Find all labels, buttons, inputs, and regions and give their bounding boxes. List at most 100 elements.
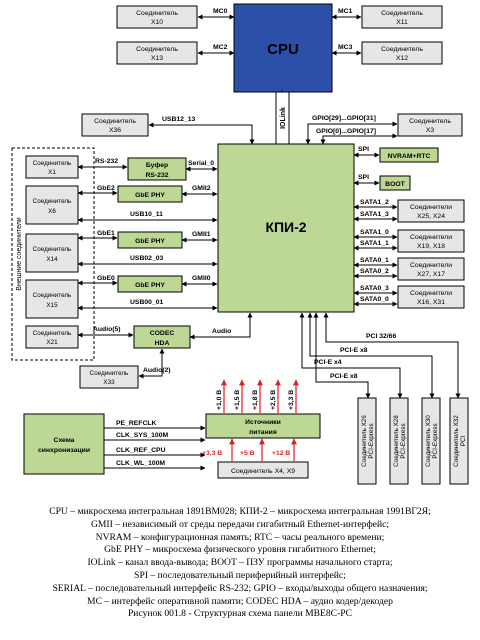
- power-sources-block: Источники питания: [205, 413, 321, 439]
- connector-x11: Соединитель X11: [361, 5, 443, 29]
- sata1-0-label: SATA1_0: [360, 229, 389, 236]
- volt-out-1v0: +1,0 В: [216, 390, 223, 410]
- cpu-label: CPU: [267, 41, 299, 58]
- external-connectors-label: Внешние соединители: [16, 217, 23, 291]
- svg-text:PCI: PCI: [460, 436, 467, 447]
- volt-in-3v3: +3,3 В: [202, 450, 222, 457]
- svg-text:Соединитель: Соединитель: [33, 198, 72, 205]
- svg-text:PCI-Express: PCI-Express: [368, 423, 375, 458]
- volt-out-3v3: +3,3 В: [288, 390, 295, 410]
- cpu-block: [233, 3, 333, 93]
- svg-text:X10: X10: [151, 19, 163, 26]
- connector-x13: Соединитель X13: [116, 41, 198, 65]
- svg-text:Соединитель: Соединитель: [381, 46, 423, 53]
- volt-out-1v5: +1,5 В: [234, 390, 241, 410]
- svg-text:X25, X24: X25, X24: [417, 213, 445, 220]
- svg-text:Соединитель X28: Соединитель X28: [393, 415, 400, 467]
- connector-x28-pcie: Соединитель X28 PCI-Express: [389, 397, 409, 485]
- gbe-phy-2: GbE PHY: [117, 185, 183, 203]
- gmii2-label: GMII2: [192, 185, 211, 192]
- connector-x33: Соединитель X33: [79, 365, 139, 389]
- gbe-phy-1: GbE PHY: [117, 231, 183, 249]
- sata1-3-label: SATA1_3: [360, 211, 389, 218]
- audio5-label: Audio(5): [93, 326, 121, 333]
- svg-text:Соединители: Соединители: [410, 262, 452, 269]
- volt-out-2v5: +2,5 В: [270, 390, 277, 410]
- connector-x3: Соединитель X3: [397, 113, 463, 137]
- boot-label: BOOT: [385, 181, 405, 188]
- svg-text:Соединитель: Соединитель: [94, 118, 136, 125]
- gpio-lo-label: GPIO[0]...GPIO[17]: [316, 128, 376, 135]
- legend-line: MC – интерфейс оперативной памяти; CODEC…: [87, 595, 393, 607]
- svg-text:GbE PHY: GbE PHY: [135, 192, 165, 199]
- usb12-13-label: USB12_13: [162, 116, 195, 123]
- svg-text:Соединитель: Соединитель: [381, 10, 423, 17]
- connector-x14: Соединитель X14: [25, 233, 79, 273]
- spi2-label: SPI: [358, 174, 369, 181]
- svg-text:X6: X6: [48, 208, 56, 215]
- legend-line: GMII – независимый от среды передачи гиг…: [90, 518, 390, 530]
- audio-label: Audio: [212, 328, 231, 335]
- nvram-label: NVRAM+RTC: [388, 153, 431, 160]
- svg-text:Соединитель X4, X9: Соединитель X4, X9: [231, 468, 295, 475]
- legend-line: NVRAM – конфигурационная память; RTC – ч…: [95, 531, 385, 543]
- figure-caption: Рисунок 001.8 - Структурная схема панели…: [127, 608, 353, 620]
- pe-refclk-label: PE_REFCLK: [116, 420, 157, 427]
- connector-x1: Соединитель X1: [25, 155, 79, 179]
- clk-wl-label: CLK_WL_100M: [116, 460, 165, 467]
- clk-sys-label: CLK_SYS_100M: [116, 432, 168, 439]
- svg-text:Соединитель: Соединитель: [33, 292, 72, 299]
- sync-block: Схема синхронизации: [23, 413, 105, 475]
- spi1-label: SPI: [358, 146, 369, 153]
- svg-text:HDA: HDA: [155, 340, 170, 347]
- gmii0-label: GMII0: [192, 275, 211, 282]
- gbe1-label: GbE1: [97, 230, 115, 237]
- svg-text:X11: X11: [396, 19, 408, 26]
- rs232-label: RS-232: [95, 158, 118, 165]
- sata1-1-label: SATA1_1: [360, 240, 389, 247]
- connector-x36: Соединитель X36: [81, 113, 149, 137]
- svg-text:GbE PHY: GbE PHY: [135, 238, 165, 245]
- clk-ref-label: CLK_REF_CPU: [116, 447, 166, 454]
- kpi2-label: КПИ-2: [265, 219, 306, 235]
- connector-x15: Соединитель X15: [25, 279, 79, 319]
- svg-text:X15: X15: [46, 302, 58, 309]
- legend: CPU – микросхема интегральная 1891ВМ028;…: [0, 506, 480, 621]
- svg-text:Соединитель: Соединитель: [136, 46, 178, 53]
- serial0-label: Serial_0: [188, 160, 214, 167]
- legend-line: IOLink – канал ввода-вывода; BOOT – ПЗУ …: [87, 557, 393, 569]
- svg-text:X27, X17: X27, X17: [417, 271, 445, 278]
- gbe-phy-0: GbE PHY: [117, 275, 183, 293]
- svg-text:Соединитель: Соединитель: [136, 10, 178, 17]
- svg-text:PCI-Express: PCI-Express: [432, 423, 439, 458]
- connector-x27-x17: Соединители X27, X17: [397, 257, 465, 281]
- svg-text:X13: X13: [151, 55, 163, 62]
- connector-x6: Соединитель X6: [25, 185, 79, 225]
- svg-text:синхронизации: синхронизации: [38, 447, 90, 454]
- pci3266-label: PCI 32/66: [366, 333, 396, 340]
- mc0-label: MC0: [213, 8, 228, 15]
- svg-text:GbE PHY: GbE PHY: [135, 282, 165, 289]
- svg-text:X12: X12: [396, 55, 408, 62]
- connector-x32-pci: Соединитель X32 PCI: [449, 397, 469, 485]
- svg-text:X19, X18: X19, X18: [417, 243, 445, 250]
- nvram-rtc-block: [379, 147, 439, 163]
- svg-text:Соединитель: Соединитель: [33, 330, 72, 337]
- connector-x16-x31: Соединители X16, X31: [397, 285, 465, 309]
- svg-text:Соединитель X26: Соединитель X26: [361, 415, 368, 467]
- svg-text:PCI-Express: PCI-Express: [400, 423, 407, 458]
- mc3-label: MC3: [338, 44, 353, 51]
- codec-hda-block: CODEC HDA: [133, 325, 191, 349]
- gmii1-label: GMII1: [192, 231, 211, 238]
- legend-line: GbE PHY – микросхема физического уровня …: [104, 544, 376, 556]
- gbe0-label: GbE0: [97, 275, 115, 282]
- legend-line: SERIAL – последовательный интерфейс RS-2…: [52, 582, 428, 594]
- pcie8a-label: PCI-E x8: [340, 347, 368, 354]
- svg-text:X33: X33: [103, 379, 115, 386]
- svg-text:Буфер: Буфер: [146, 162, 168, 169]
- sata0-0-label: SATA0_0: [360, 296, 389, 303]
- mc2-label: MC2: [213, 44, 228, 51]
- svg-text:CODEC: CODEC: [150, 330, 175, 337]
- volt-out-1v8: +1,8 В: [252, 390, 259, 410]
- connector-x19-x18: Соединители X19, X18: [397, 229, 465, 253]
